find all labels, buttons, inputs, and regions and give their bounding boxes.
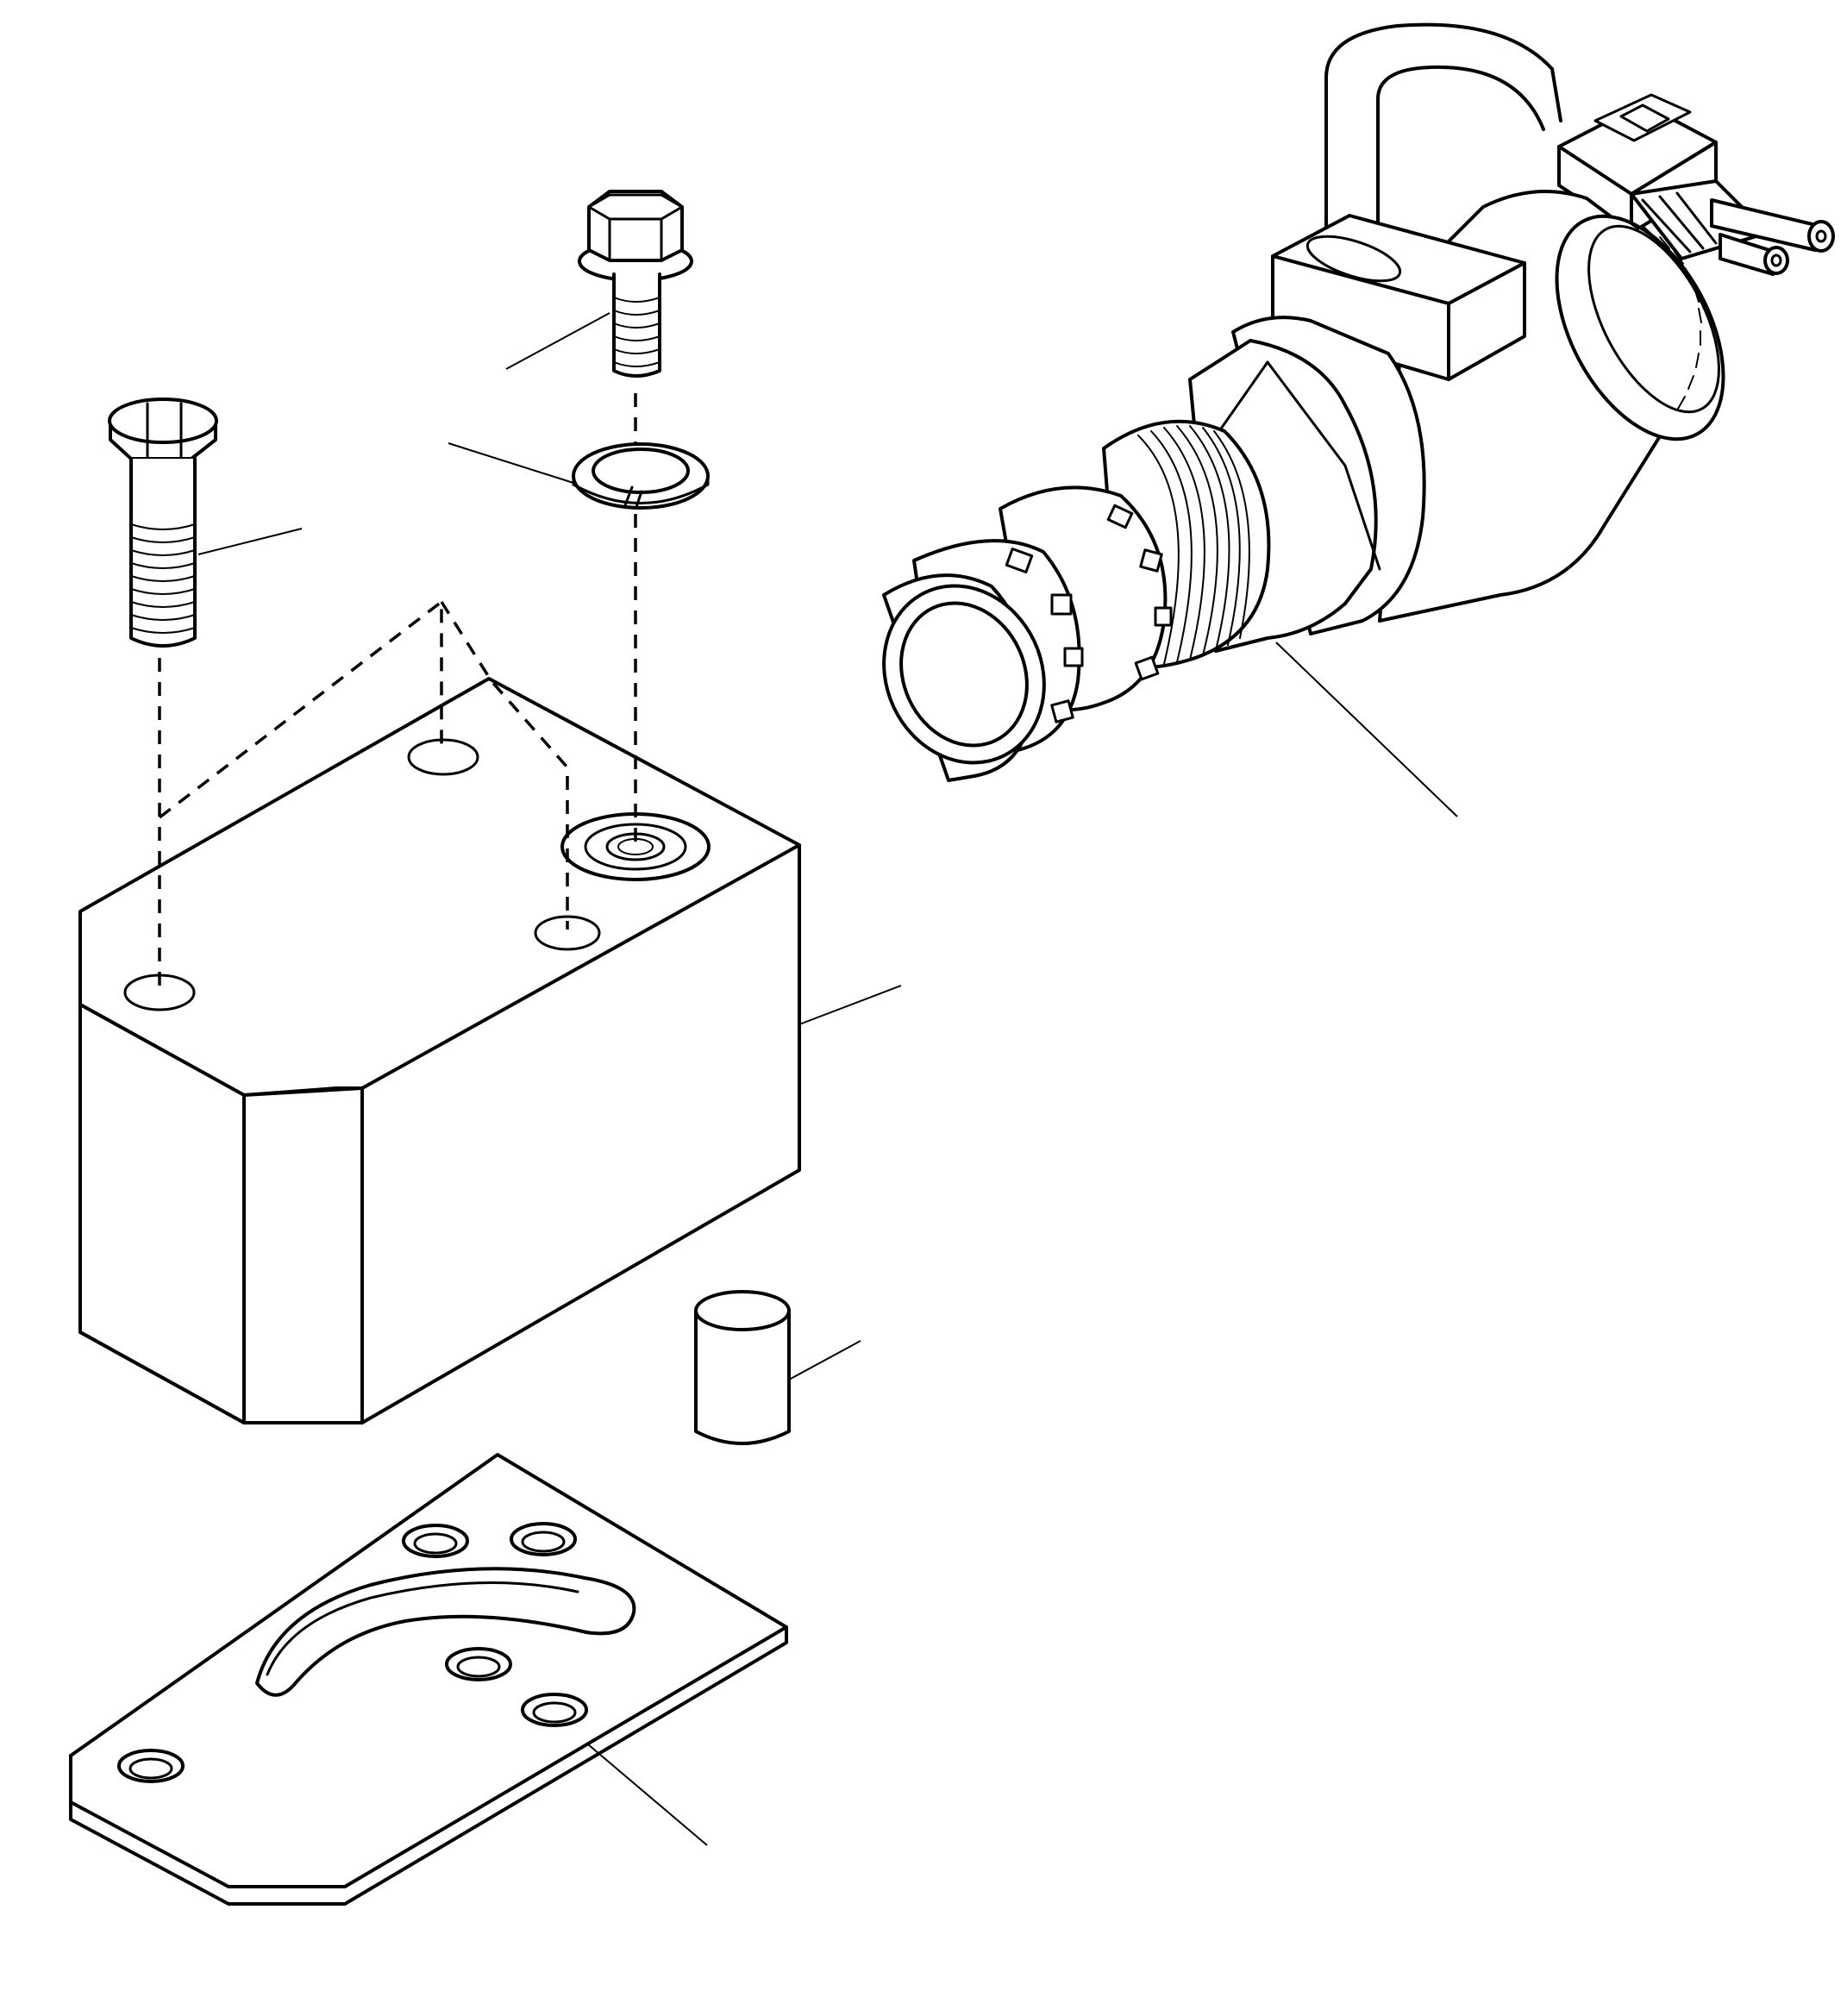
dowel-pin — [694, 1290, 791, 1445]
leader-lock-washer — [448, 442, 574, 484]
callout-leader-lines — [197, 312, 1458, 1846]
leader-hex-bolt — [197, 528, 303, 555]
hex-bolt — [108, 398, 218, 648]
leader-solenoid-valve — [1275, 642, 1458, 817]
lock-washer — [572, 442, 710, 510]
valve-block — [78, 677, 801, 1424]
gasket-plate — [69, 1453, 788, 1906]
leader-valve-block — [798, 985, 902, 1025]
leader-gasket-plate — [587, 1744, 708, 1846]
leader-dowel-pin — [788, 1340, 861, 1381]
solenoid-valve — [882, 22, 1835, 782]
leader-flange-bolt — [505, 312, 610, 370]
flange-bolt — [578, 190, 693, 378]
